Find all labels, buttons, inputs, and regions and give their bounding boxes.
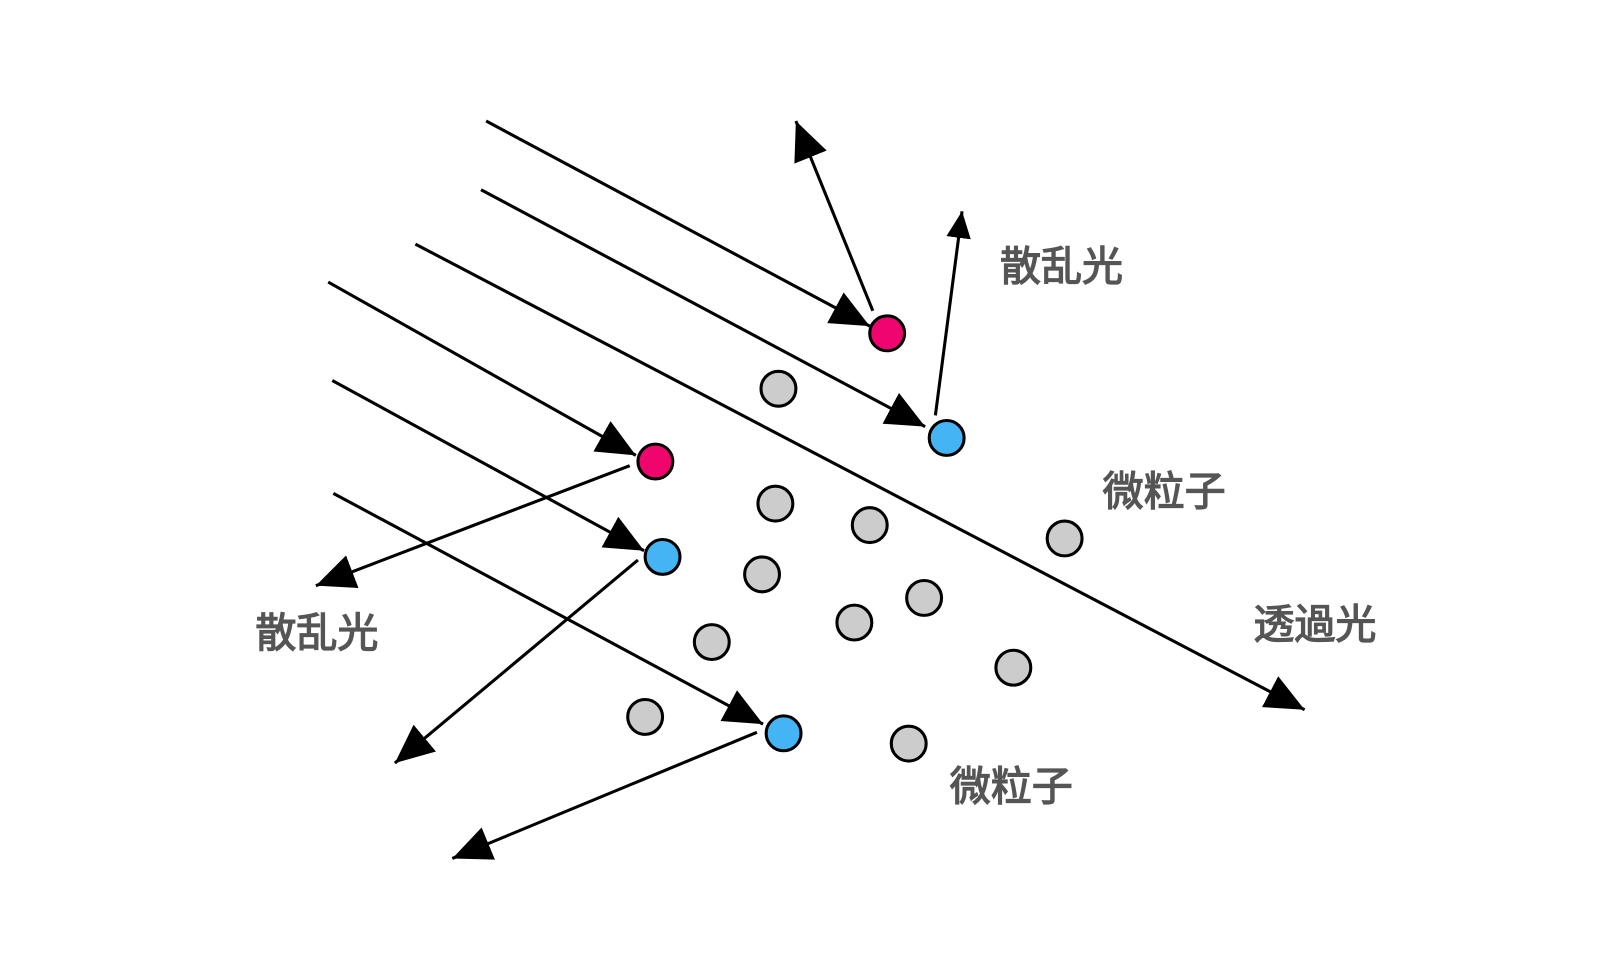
particle-gray — [743, 555, 782, 594]
label-particles-right: 微粒子 — [1102, 467, 1226, 515]
scattered-ray-arrow — [933, 211, 971, 416]
label-transmitted-light: 透過光 — [1253, 601, 1376, 649]
scattering-particle-blue — [927, 418, 966, 457]
particle-gray — [1045, 519, 1084, 558]
particle-gray — [905, 578, 944, 617]
scattering-particle-pink — [636, 442, 675, 481]
label-particles-bottom: 微粒子 — [949, 763, 1073, 811]
particle-gray — [759, 369, 798, 408]
scattered-ray-arrow — [451, 730, 758, 860]
scattering-particle-blue — [643, 537, 682, 576]
incident-ray-arrow — [327, 280, 637, 457]
particle-gray — [994, 648, 1033, 687]
particle-gray — [889, 724, 928, 763]
incident-ray-arrow — [485, 119, 871, 328]
transmitted-ray-arrow — [414, 242, 1306, 712]
label-scattered-light-top: 散乱光 — [1000, 243, 1123, 291]
particle-gray — [692, 623, 731, 662]
scattered-ray-arrow — [315, 464, 631, 589]
particle-gray — [626, 697, 665, 736]
particle-gray — [756, 484, 795, 523]
scattered-ray-arrow — [393, 558, 639, 765]
incident-ray-arrow — [480, 188, 926, 429]
scattering-particle-blue — [764, 714, 803, 753]
incident-ray-arrow — [332, 491, 764, 726]
scattered-ray-arrow — [794, 120, 875, 312]
particle-gray — [835, 603, 874, 642]
label-scattered-light-left: 散乱光 — [255, 609, 378, 657]
particle-gray — [850, 506, 889, 545]
scattering-particle-pink — [868, 314, 907, 353]
incident-ray-arrow — [331, 379, 645, 553]
